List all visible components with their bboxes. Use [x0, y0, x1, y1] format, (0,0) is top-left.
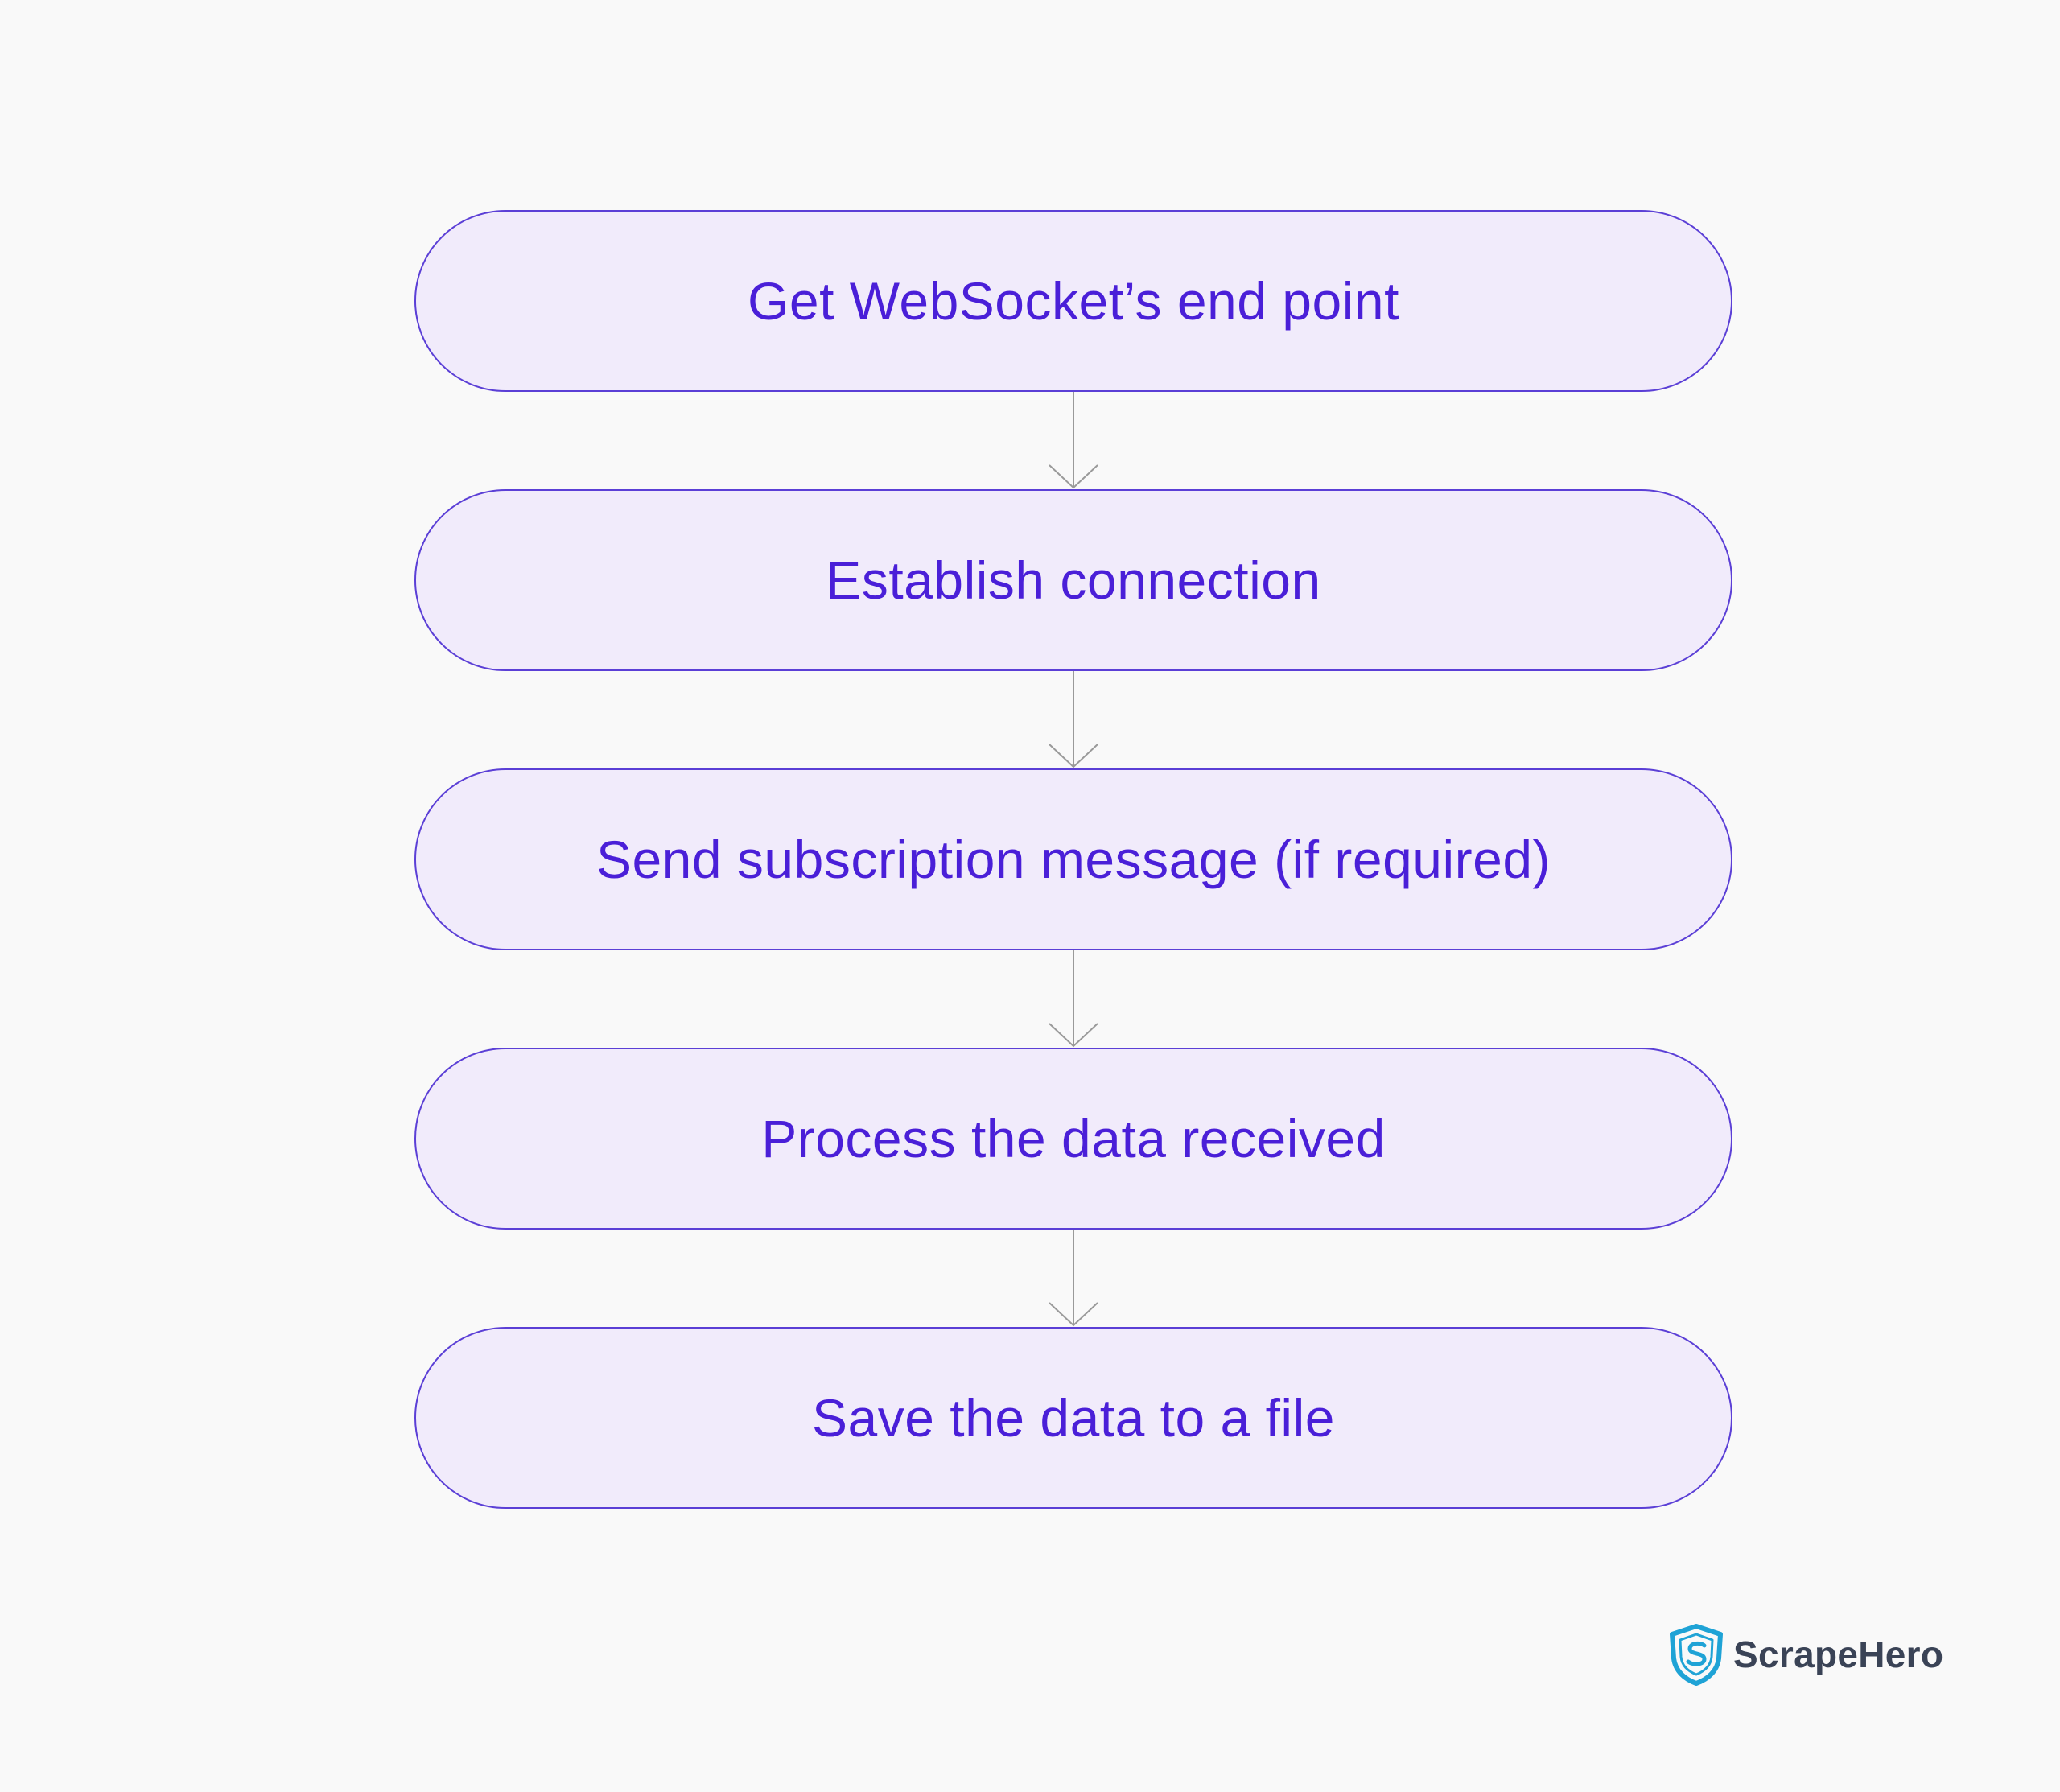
step-save-data: Save the data to a file	[414, 1327, 1732, 1509]
step-establish-connection: Establish connection	[414, 489, 1732, 671]
step-label: Establish connection	[826, 550, 1321, 610]
scrapehero-logo: ScrapeHero	[1667, 1622, 1943, 1687]
step-label: Get WebSocket’s end point	[748, 271, 1399, 331]
step-label: Send subscription message (if required)	[595, 830, 1551, 889]
shield-icon	[1670, 1624, 1723, 1686]
step-label: Save the data to a file	[812, 1388, 1335, 1448]
step-send-subscription: Send subscription message (if required)	[414, 768, 1732, 950]
step-process-data: Process the data received	[414, 1048, 1732, 1230]
arrow-connector	[1049, 392, 1098, 489]
step-get-endpoint: Get WebSocket’s end point	[414, 210, 1732, 392]
arrow-connector	[1049, 1230, 1098, 1327]
arrow-connector	[1049, 671, 1098, 768]
arrow-connector	[1049, 950, 1098, 1048]
logo-text: ScrapeHero	[1733, 1633, 1944, 1675]
step-label: Process the data received	[761, 1109, 1386, 1168]
